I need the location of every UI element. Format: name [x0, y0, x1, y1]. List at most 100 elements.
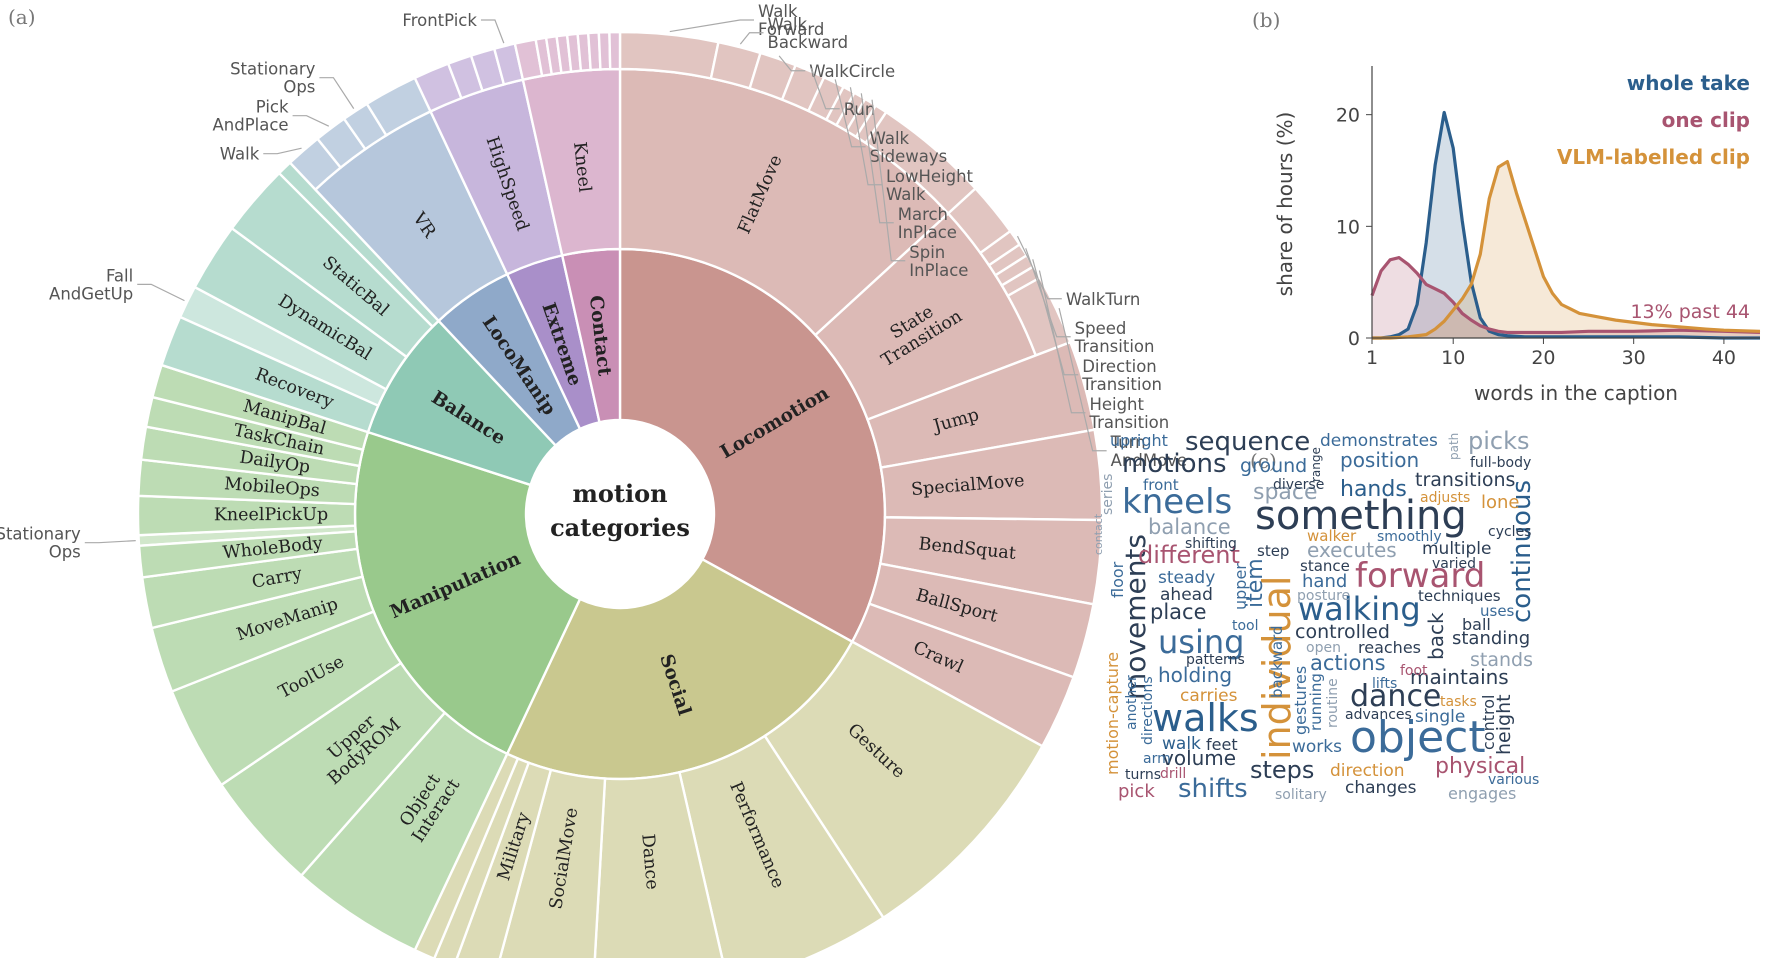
- area-one-clip: [1372, 257, 1760, 338]
- word-space: space: [1253, 480, 1318, 505]
- callout-line: Turn: [1110, 432, 1146, 451]
- callout-line: Stationary: [0, 524, 81, 543]
- leader-line: [860, 93, 894, 224]
- word-demonstrates: demonstrates: [1320, 431, 1438, 451]
- word-upright: upright: [1110, 431, 1168, 450]
- word-single: single: [1415, 707, 1465, 727]
- outer-segment-wholebody: [137, 530, 359, 579]
- y-tick-label: 20: [1336, 105, 1360, 127]
- word-ball: ball: [1462, 615, 1491, 634]
- word-kneels: kneels: [1122, 482, 1232, 522]
- callout-line: AndGetUp: [49, 284, 133, 303]
- word-shifts: shifts: [1178, 774, 1248, 804]
- word-varied: varied: [1432, 556, 1476, 572]
- word-turns: turns: [1125, 767, 1161, 783]
- legend-one-clip: one clip: [1662, 108, 1750, 132]
- y-axis-title: share of hours (%): [1273, 112, 1297, 297]
- word-volume: volume: [1162, 746, 1236, 770]
- word-backward: backward: [1268, 625, 1286, 698]
- word-sequence: sequence: [1185, 427, 1310, 457]
- word-lifts: lifts: [1372, 676, 1397, 692]
- word-uses: uses: [1480, 602, 1515, 620]
- leader-line: [871, 99, 906, 262]
- word-motion-capture: motion-capture: [1103, 652, 1122, 775]
- word-actions: actions: [1310, 651, 1386, 675]
- center-label: categories: [550, 513, 690, 542]
- leader-line: [480, 19, 505, 44]
- callout-line: Forward: [758, 20, 824, 39]
- word-movements: movements: [1119, 534, 1152, 700]
- word-back: back: [1424, 612, 1448, 660]
- word-control: control: [1479, 695, 1498, 750]
- center-label: motion: [572, 479, 667, 508]
- word-controlled: controlled: [1295, 621, 1390, 643]
- word-arm: arm: [1143, 751, 1171, 767]
- word-upper: upper: [1231, 563, 1250, 610]
- leader-line: [778, 55, 806, 72]
- word-open: open: [1306, 640, 1341, 656]
- callout-line: Backward: [768, 32, 849, 51]
- word-techniques: techniques: [1418, 587, 1501, 605]
- word-continuous: continuous: [1507, 480, 1537, 623]
- word-motions: motions: [1122, 449, 1227, 479]
- leader-line: [263, 147, 302, 155]
- word-engages: engages: [1448, 784, 1516, 803]
- callout-line: Walk: [758, 2, 798, 21]
- callout-line: AndPlace: [212, 115, 288, 134]
- word-gestures: gestures: [1291, 666, 1310, 735]
- word-forward: forward: [1355, 556, 1485, 596]
- word-path: path: [1447, 433, 1461, 460]
- callout-line: Ops: [283, 77, 315, 96]
- tail-annotation: 13% past 44: [1630, 301, 1750, 323]
- leader-line: [1058, 307, 1107, 452]
- callout-line: Transition: [1081, 374, 1162, 393]
- x-axis-title: words in the caption: [1474, 381, 1678, 405]
- outer-segment-dance: [593, 770, 724, 958]
- leader-line: [292, 115, 330, 127]
- word-carries: carries: [1180, 686, 1238, 706]
- word-shifting: shifting: [1185, 536, 1237, 552]
- callout-line: Transition: [1088, 412, 1169, 431]
- word-using: using: [1158, 623, 1244, 661]
- sunburst-chart: LocomotionSocialManipulationBalanceLocoM…: [0, 2, 1187, 958]
- word-executes: executes: [1307, 538, 1397, 562]
- leader-line: [810, 68, 840, 110]
- x-tick-label: 30: [1622, 347, 1646, 369]
- word-object: object: [1350, 712, 1486, 763]
- outer-label-kneelpickup: KneelPickUp: [214, 505, 328, 525]
- word-stance: stance: [1300, 557, 1350, 575]
- word-changes: changes: [1345, 778, 1417, 798]
- word-floor: floor: [1108, 561, 1127, 598]
- callout-line: FrontPick: [402, 11, 477, 30]
- word-height: height: [1493, 694, 1515, 755]
- y-tick-label: 10: [1336, 216, 1360, 238]
- word-diverse: diverse: [1273, 477, 1324, 493]
- word-various: various: [1488, 772, 1539, 788]
- area-whole-take: [1372, 112, 1760, 338]
- word-item: item: [1243, 558, 1268, 608]
- word-routine: routine: [1325, 678, 1341, 728]
- word-another: another: [1124, 675, 1140, 730]
- outer-label-dance-line: Dance: [637, 833, 662, 890]
- word-balance: balance: [1148, 515, 1231, 539]
- word-picks: picks: [1468, 427, 1530, 455]
- leader-line: [669, 19, 754, 33]
- word-foot: foot: [1400, 663, 1428, 679]
- word-physical: physical: [1435, 754, 1525, 779]
- line-vlm-labelled-clip: [1372, 159, 1761, 340]
- callout-line: March: [898, 204, 948, 223]
- word-full-body: full-body: [1470, 455, 1531, 471]
- word-hands: hands: [1340, 477, 1407, 502]
- word-running: running: [1307, 673, 1325, 731]
- word-posture: posture: [1297, 588, 1350, 604]
- word-solitary: solitary: [1275, 787, 1327, 803]
